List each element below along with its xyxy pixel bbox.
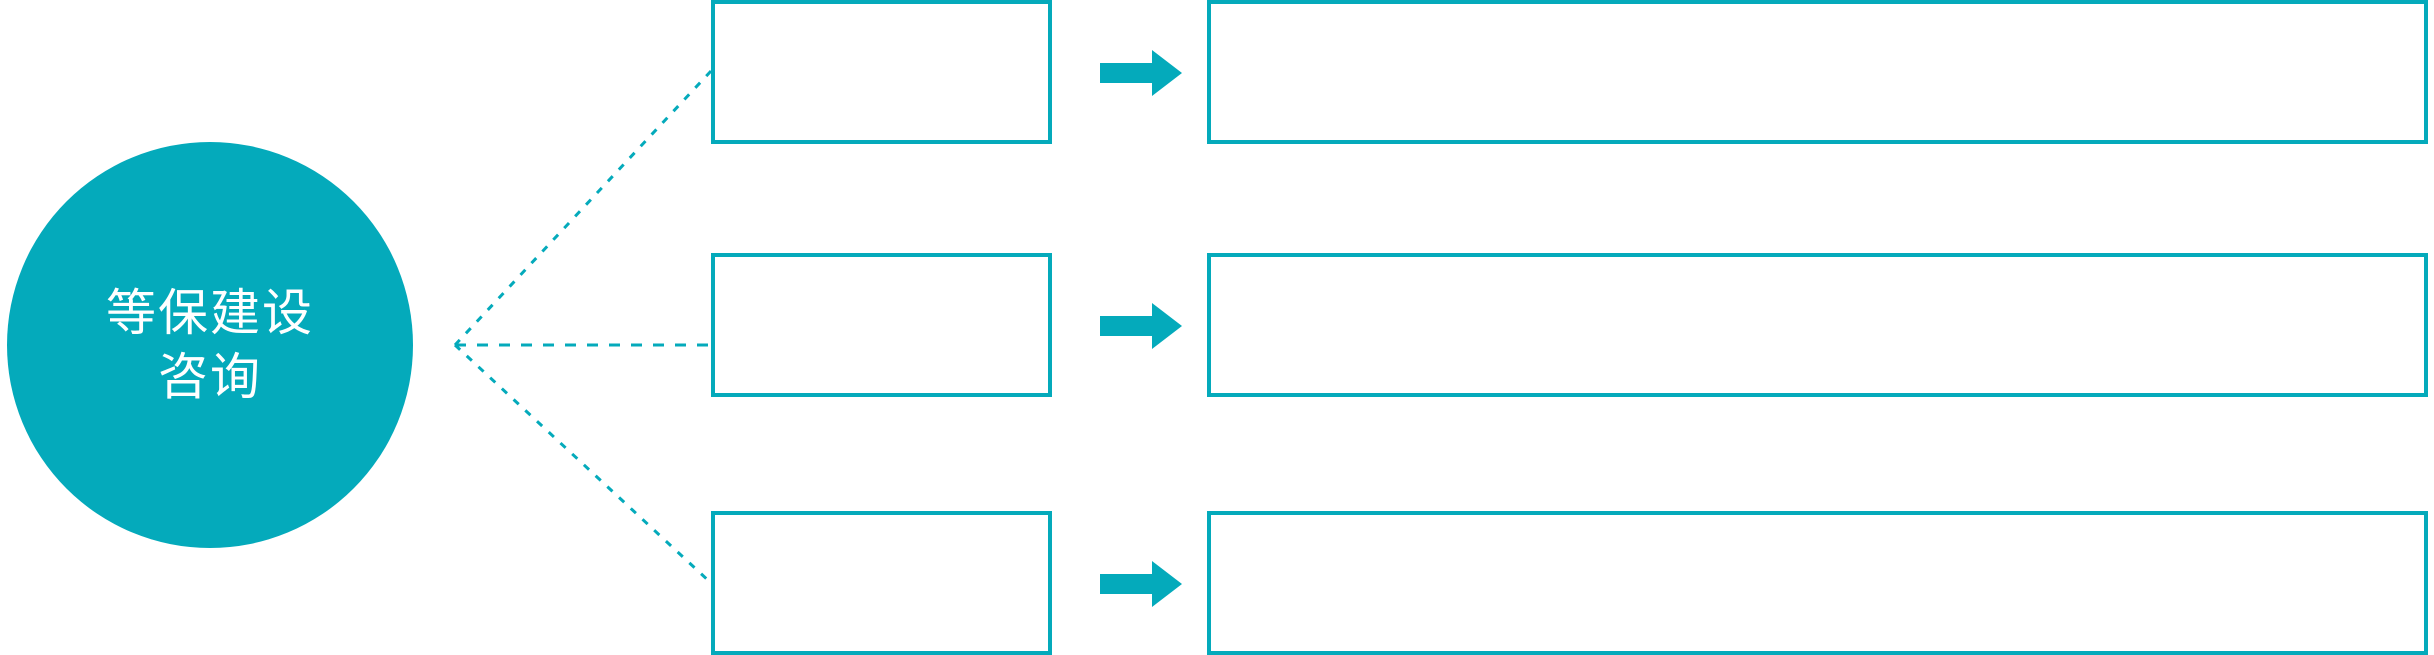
row-3-left-box[interactable] bbox=[711, 511, 1052, 655]
row-2-right-box[interactable] bbox=[1207, 253, 2428, 397]
arrow-right-icon bbox=[1100, 303, 1182, 349]
diagram-row-1 bbox=[0, 0, 2434, 144]
row-2-left-box[interactable] bbox=[711, 253, 1052, 397]
hub-label-line-1: 等保建设 bbox=[106, 285, 314, 341]
diagram-row-2 bbox=[0, 253, 2434, 397]
arrow-right-icon bbox=[1100, 50, 1182, 96]
row-1-left-box[interactable] bbox=[711, 0, 1052, 144]
arrow-right-icon bbox=[1100, 561, 1182, 607]
hub-label-line-2: 咨询 bbox=[158, 349, 262, 405]
row-3-right-box[interactable] bbox=[1207, 511, 2428, 655]
hub-circle[interactable]: 等保建设 咨询 bbox=[7, 142, 413, 548]
row-1-right-box[interactable] bbox=[1207, 0, 2428, 144]
diagram-row-3 bbox=[0, 511, 2434, 655]
